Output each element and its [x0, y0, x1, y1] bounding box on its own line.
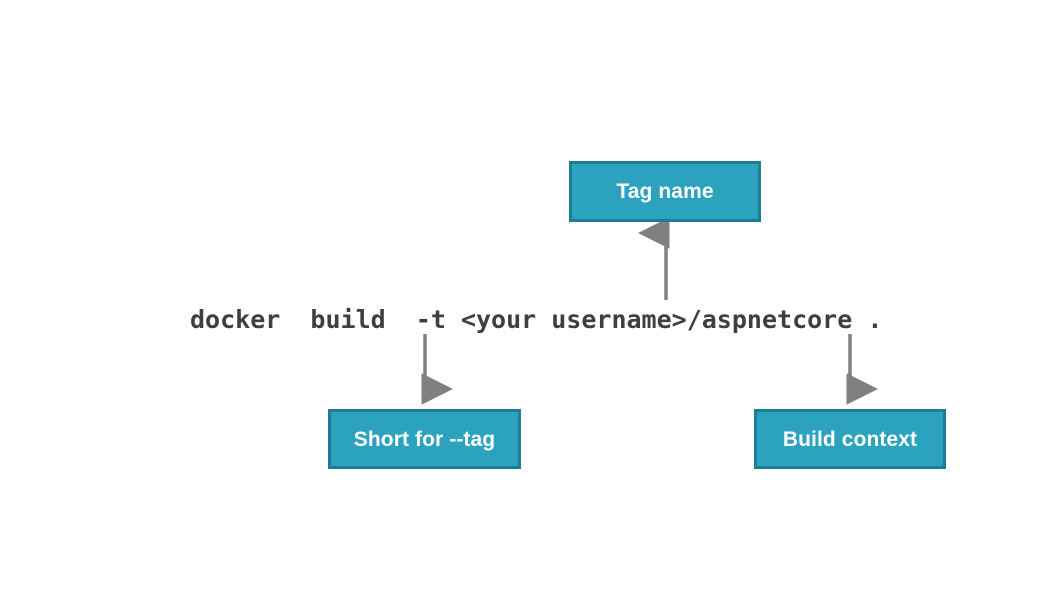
- docker-build-command-line: docker build -t <your username>/aspnetco…: [190, 302, 882, 336]
- callout-box-tag-name: Tag name: [569, 161, 761, 222]
- command-token-docker: docker: [190, 304, 311, 334]
- callout-label-tag-name: Tag name: [616, 180, 714, 203]
- callout-label-short-for-tag: Short for --tag: [353, 427, 496, 451]
- command-token-image-name: <your username>/aspnetcore: [460, 304, 868, 334]
- callout-label-build-context: Build context: [782, 427, 918, 451]
- command-token-tag-flag: -t: [415, 304, 461, 334]
- callout-box-short-for-tag: Short for --tag: [328, 409, 521, 469]
- command-token-build: build: [310, 304, 416, 334]
- command-token-context-dot: .: [867, 304, 883, 334]
- callout-box-build-context: Build context: [754, 409, 946, 469]
